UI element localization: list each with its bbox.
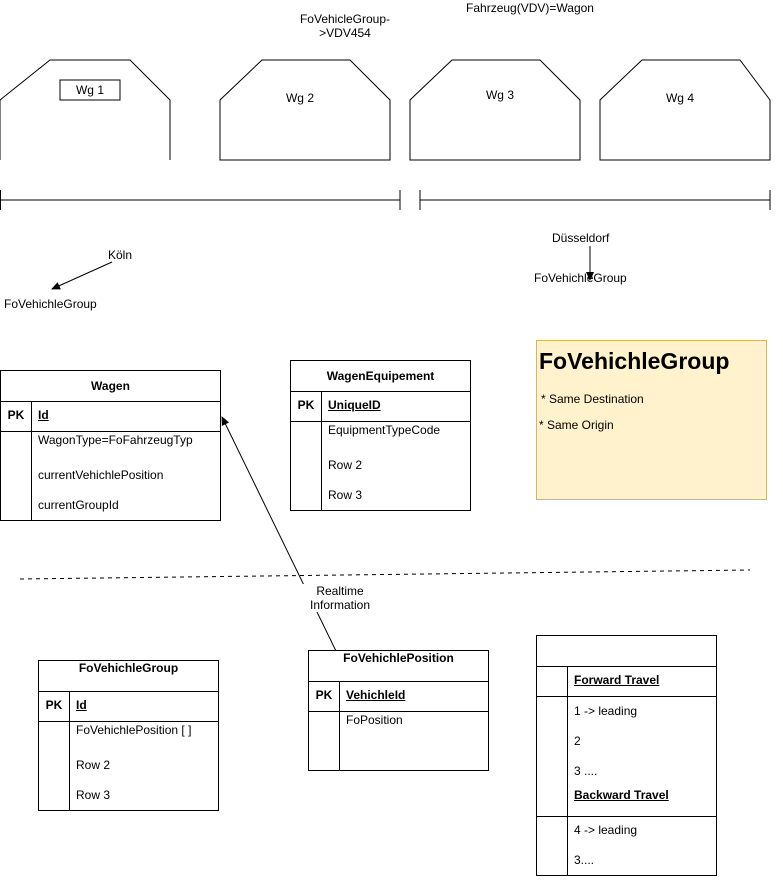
fo-vehichle-group-title: FoVehichleGroup — [78, 661, 179, 675]
koeln-arrow — [51, 261, 113, 290]
fo-vehichle-group-table[interactable]: FoVehichleGroup PK Id FoVehichlePosition… — [38, 660, 219, 811]
wagon-1-label-box — [59, 79, 121, 101]
wagen-table-title: Wagen — [91, 379, 130, 393]
fo-vehichle-position-pk-field: VehichleId — [346, 688, 406, 702]
fo-vehichle-group-pk-field: Id — [76, 698, 87, 712]
note-item-destination: * Same Destination — [541, 392, 644, 406]
wagon-label-1: Wg 1 — [75, 83, 104, 97]
wagen-pk-field: Id — [38, 408, 49, 422]
layer-separator — [19, 569, 751, 580]
pk-label: PK — [7, 408, 25, 422]
wagen-equipement-title: WagenEquipement — [326, 369, 435, 383]
wagon-shape-2[interactable] — [219, 59, 391, 161]
duesseldorf-group-label: FoVehichleGroup — [534, 271, 627, 285]
realtime-information-label: Realtime Information — [300, 584, 380, 612]
note-item-origin: * Same Origin — [539, 418, 614, 432]
wagon-shape-1[interactable] — [0, 59, 171, 160]
fo-vehichle-position-table[interactable]: FoVehichlePosition PK VehichleId FoPosit… — [308, 650, 489, 771]
wagen-equipement-table[interactable]: WagenEquipement PK UniqueID EquipmentTyp… — [290, 360, 471, 511]
koeln-group-label: FoVehichleGroup — [4, 297, 97, 311]
wagen-table[interactable]: Wagen PK Id WagonType=FoFahrzeugTyp curr… — [0, 370, 221, 521]
note-title: FoVehichleGroup — [539, 348, 730, 374]
pk-label: PK — [45, 698, 63, 712]
pk-label: PK — [297, 398, 315, 412]
wagon-shape-3[interactable] — [409, 59, 581, 161]
fo-vehichle-group-note[interactable]: FoVehichleGroup * Same Destination * Sam… — [536, 340, 767, 500]
pk-label: PK — [315, 688, 333, 702]
wagon-label-4: Wg 4 — [665, 91, 694, 105]
koeln-label: Köln — [108, 248, 133, 262]
travel-table[interactable]: Forward Travel 1 -> leading 2 3 .... Bac… — [536, 635, 717, 876]
realtime-arrow — [221, 416, 356, 691]
wagen-equipement-pk-field: UniqueID — [328, 398, 381, 412]
wagon-label-3: Wg 3 — [485, 88, 514, 102]
fo-vehichle-position-title: FoVehichlePosition — [343, 651, 454, 665]
wagon-shape-4[interactable] — [599, 59, 771, 161]
wagon-label-2: Wg 2 — [285, 91, 314, 105]
vdv454-label: FoVehicleGroup- >VDV454 — [299, 12, 391, 40]
fahrzeug-wagon-label: Fahrzeug(VDV)=Wagon — [466, 1, 594, 15]
duesseldorf-label: Düsseldorf — [552, 231, 610, 245]
